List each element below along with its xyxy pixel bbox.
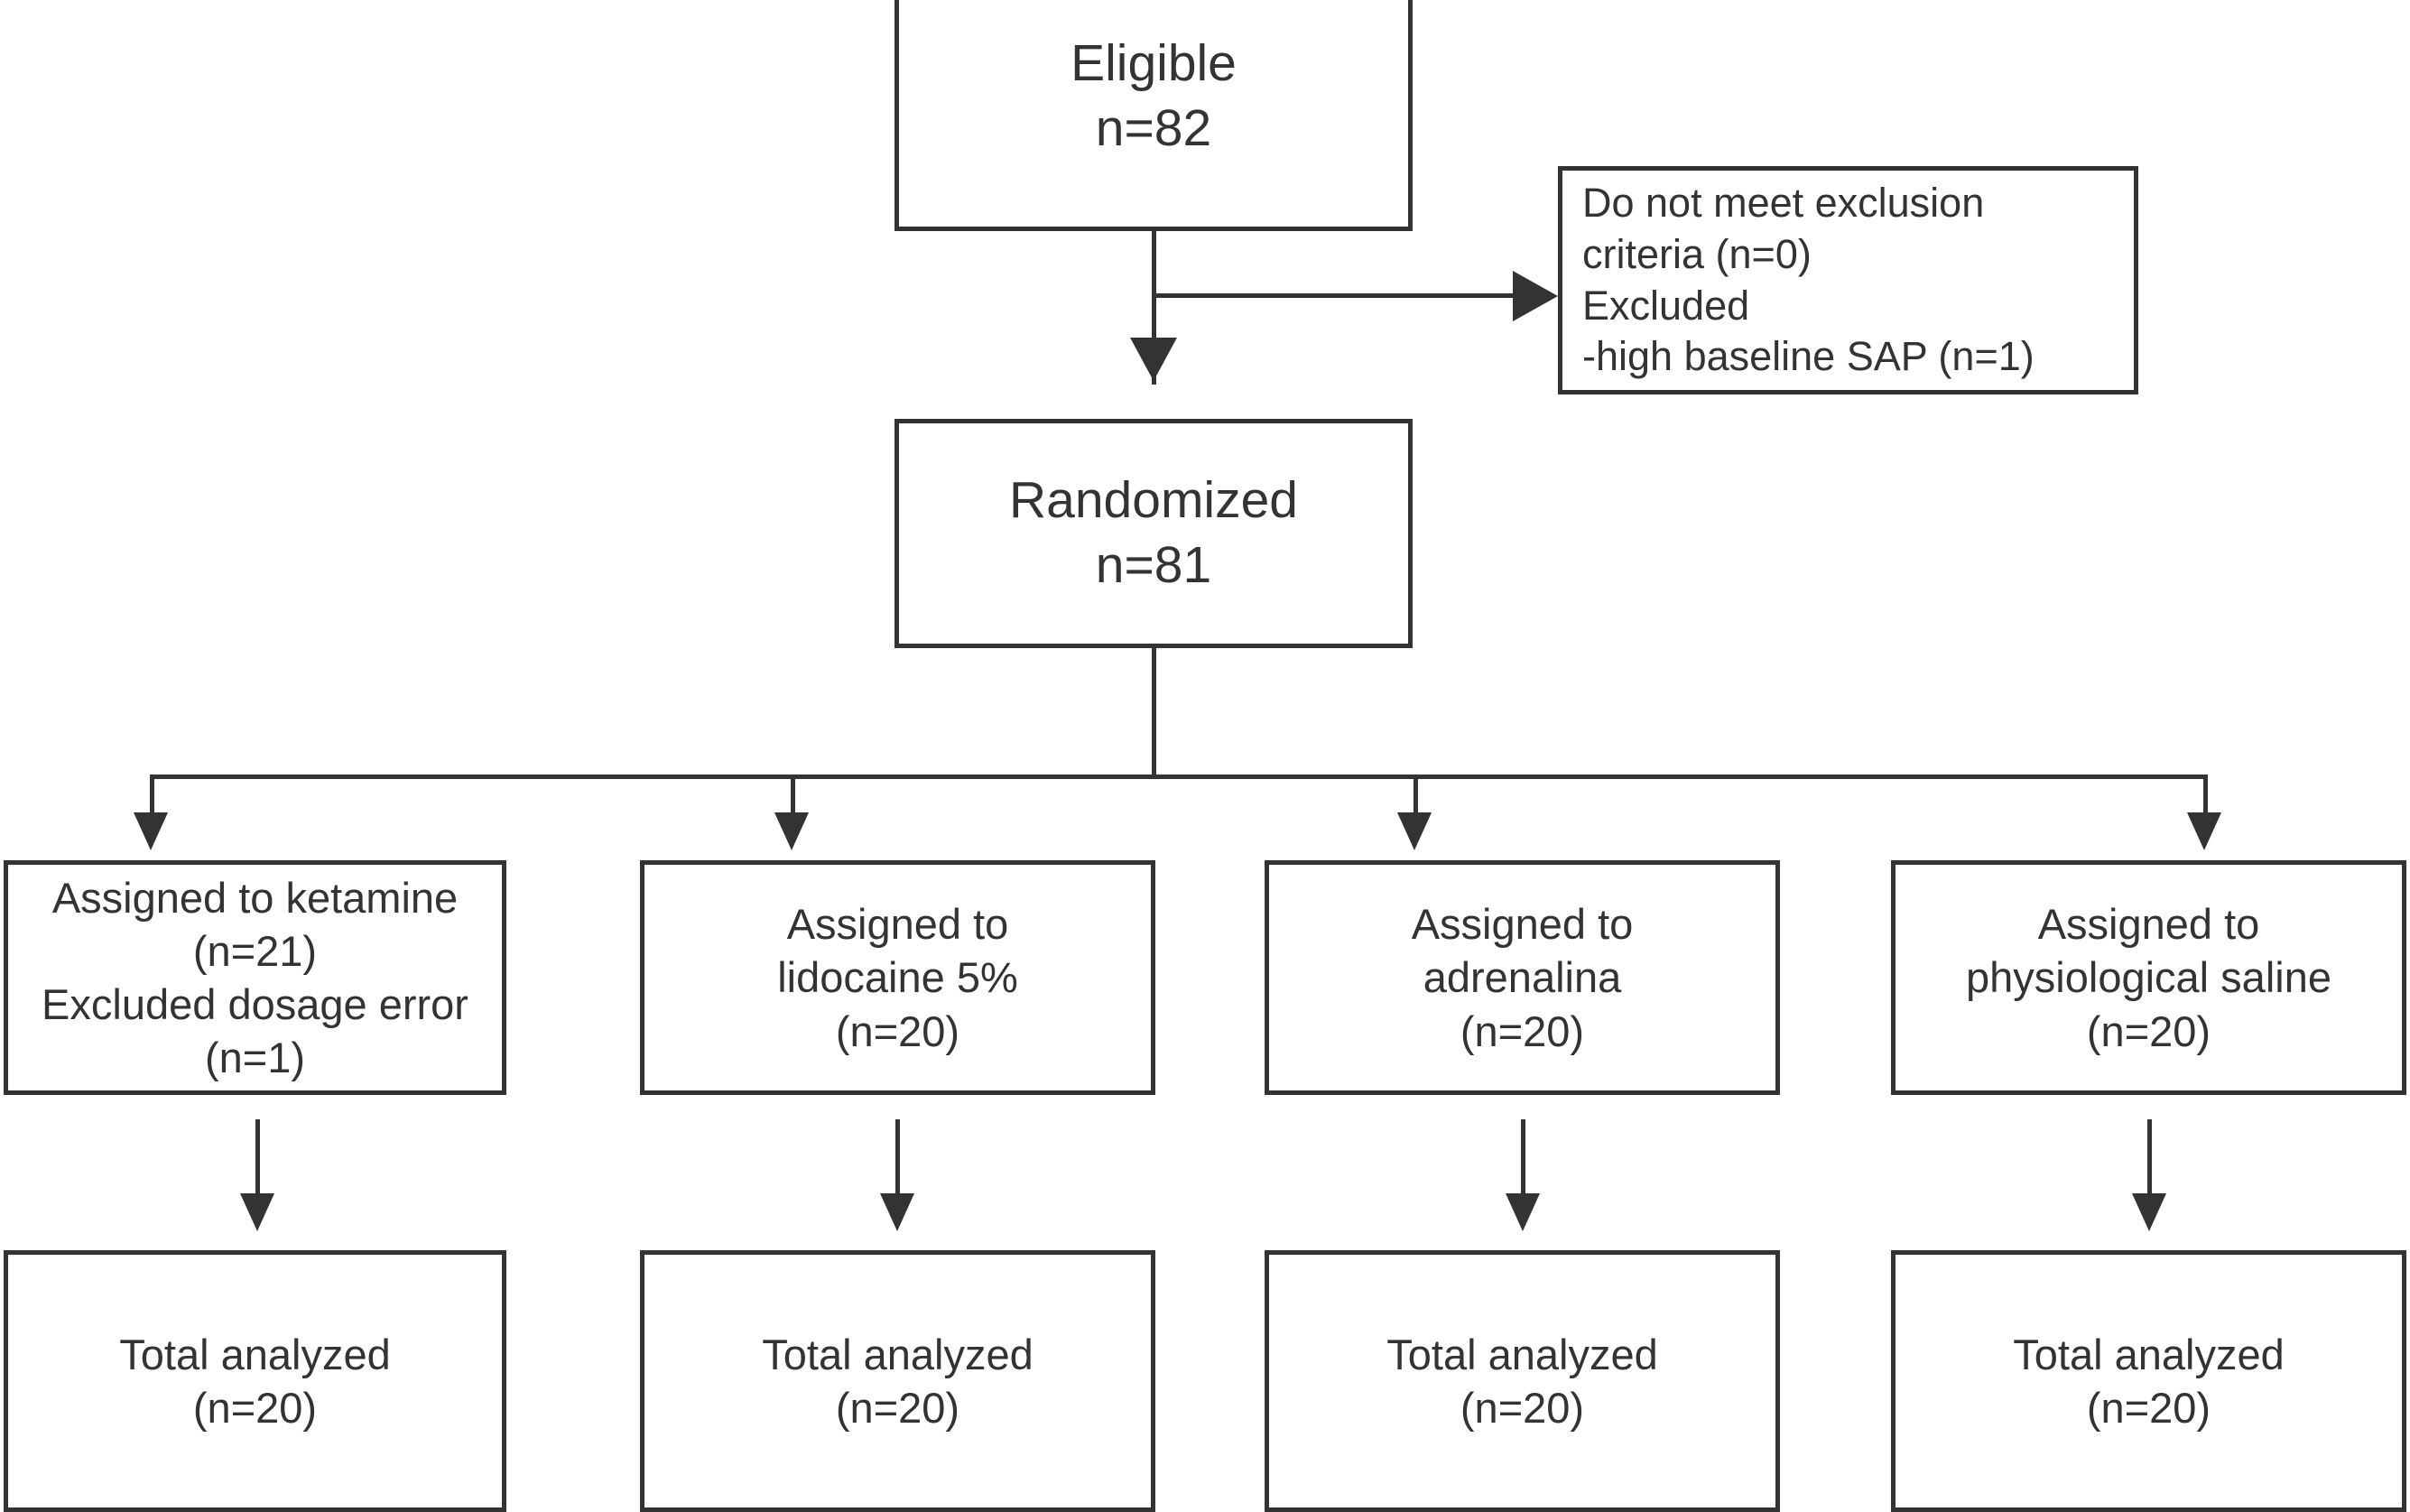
connector-assigned-to-analyzed-3 [1521,1119,1525,1210]
arrowhead-assigned-to-analyzed-3 [1506,1193,1540,1231]
assigned-ketamine-line-1: Assigned to ketamine [51,873,459,922]
analyzed-lidocaine-line-2: (n=20) [835,1384,960,1432]
arrowhead-drop-arm-2 [774,812,809,850]
arrowhead-drop-arm-4 [2187,812,2221,850]
node-analyzed-lidocaine: Total analyzed (n=20) [640,1250,1155,1512]
node-eligible-count: n=82 [1095,99,1212,157]
node-eligible-title: Eligible [1071,34,1237,93]
arrowhead-assigned-to-analyzed-4 [2132,1193,2166,1231]
node-eligible: Eligible n=82 [894,0,1413,231]
connector-assigned-to-analyzed-1 [255,1119,260,1210]
analyzed-saline-line-2: (n=20) [2086,1384,2211,1432]
arrowhead-assigned-to-analyzed-2 [880,1193,914,1231]
analyzed-adrenalina-line-2: (n=20) [1460,1384,1585,1432]
arrowhead-eligible-to-exclusions [1513,271,1558,321]
assigned-ketamine-line-2: (n=21) [192,926,318,975]
analyzed-ketamine-line-2: (n=20) [192,1384,318,1432]
assigned-saline-line-2: physiological saline [1966,953,2331,1002]
arrowhead-eligible-to-randomized [1130,338,1177,381]
exclusion-line-2: criteria (n=0) [1582,230,1812,277]
analyzed-ketamine-line-1: Total analyzed [119,1330,391,1378]
assigned-lidocaine-line-1: Assigned to [786,900,1009,949]
analyzed-saline-line-1: Total analyzed [2013,1330,2285,1378]
assigned-adrenalina-line-3: (n=20) [1460,1006,1585,1055]
node-assigned-ketamine: Assigned to ketamine (n=21) Excluded dos… [4,860,506,1095]
node-randomized-count: n=81 [1095,536,1212,594]
arrowhead-assigned-to-analyzed-1 [240,1193,274,1231]
assigned-ketamine-line-4: (n=1) [204,1034,306,1082]
connector-drop-arm-2 [791,775,795,827]
exclusion-line-3: Excluded [1582,282,1750,329]
analyzed-lidocaine-line-1: Total analyzed [762,1330,1034,1378]
assigned-adrenalina-line-2: adrenalina [1423,953,1622,1002]
analyzed-adrenalina-line-1: Total analyzed [1386,1330,1658,1378]
connector-eligible-to-exclusions [1152,293,1518,298]
exclusion-line-1: Do not meet exclusion [1582,180,1985,227]
arrowhead-drop-arm-1 [134,812,168,850]
connector-assigned-to-analyzed-4 [2147,1119,2152,1210]
node-assigned-adrenalina: Assigned to adrenalina (n=20) [1265,860,1780,1095]
connector-eligible-to-randomized [1152,231,1156,385]
assigned-saline-line-1: Assigned to [2037,900,2260,949]
connector-drop-arm-1 [150,775,154,827]
node-analyzed-physiological-saline: Total analyzed (n=20) [1891,1250,2406,1512]
arrowhead-drop-arm-3 [1397,812,1432,850]
connector-randomized-stem [1152,648,1156,779]
exclusion-line-4: -high baseline SAP (n=1) [1582,333,2035,380]
node-randomized: Randomized n=81 [894,419,1413,648]
node-randomized-title: Randomized [1008,471,1298,530]
connector-assigned-to-analyzed-2 [895,1119,900,1210]
assigned-lidocaine-line-3: (n=20) [835,1006,960,1055]
node-analyzed-ketamine: Total analyzed (n=20) [4,1250,506,1512]
connector-drop-arm-4 [2203,775,2208,827]
node-assigned-lidocaine: Assigned to lidocaine 5% (n=20) [640,860,1155,1095]
connector-drop-arm-3 [1414,775,1418,827]
node-analyzed-adrenalina: Total analyzed (n=20) [1265,1250,1780,1512]
assigned-saline-line-3: (n=20) [2086,1006,2211,1055]
connector-randomization-bus [150,775,2208,779]
assigned-lidocaine-line-2: lidocaine 5% [777,953,1018,1002]
node-exclusions: Do not meet exclusion criteria (n=0) Exc… [1558,166,2138,394]
assigned-adrenalina-line-1: Assigned to [1411,900,1634,949]
node-assigned-physiological-saline: Assigned to physiological saline (n=20) [1891,860,2406,1095]
assigned-ketamine-line-3: Excluded dosage error [42,980,468,1028]
